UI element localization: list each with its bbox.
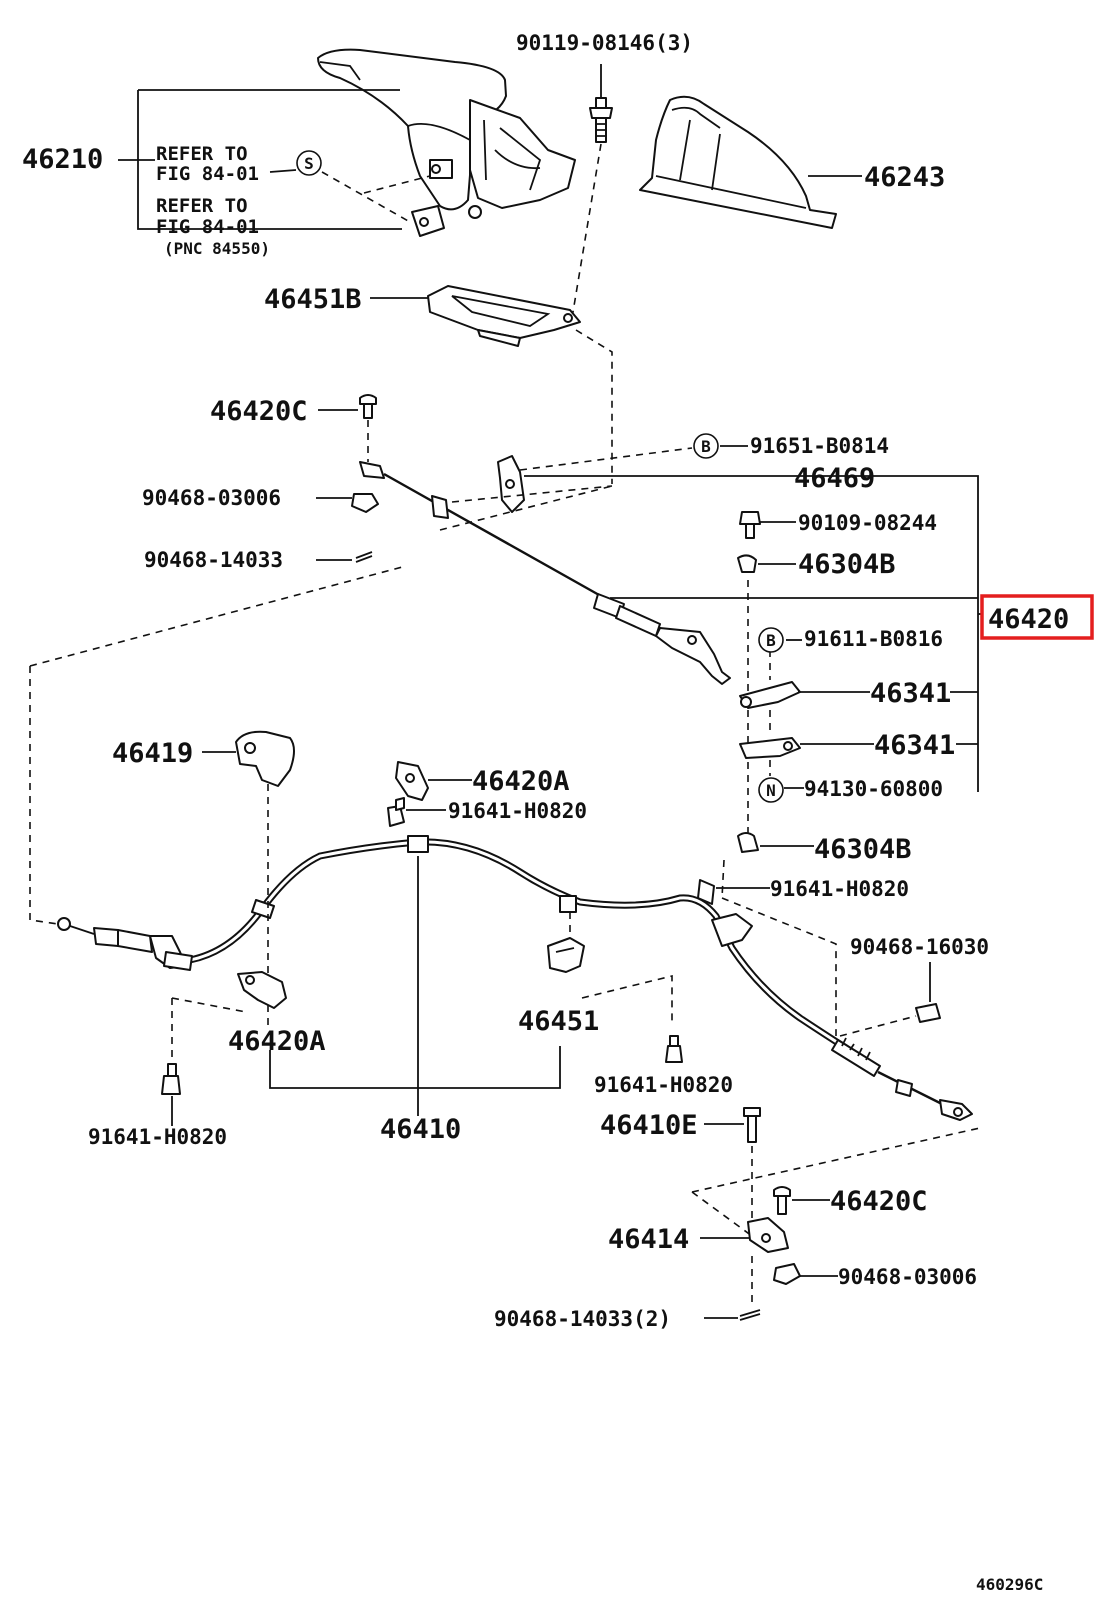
svg-text:B: B: [701, 437, 711, 456]
label-90468-16030: 90468-16030: [850, 935, 989, 959]
brake-lever-assembly: [317, 48, 576, 219]
svg-text:B: B: [766, 631, 776, 650]
bracket-46419: [235, 730, 295, 787]
bolt-90109-08244: [739, 511, 761, 539]
label-90468-14033-bottom: 90468-14033(2): [494, 1307, 671, 1331]
bolt-46420C-top: [359, 394, 377, 419]
label-90468-03006-top: 90468-03006: [142, 486, 281, 510]
label-46469: 46469: [794, 463, 875, 494]
label-refer-1b: FIG 84-01: [156, 163, 259, 185]
label-46341-a: 46341: [870, 678, 951, 709]
bolt-91641-right: [697, 879, 715, 905]
label-91641-H0820-d: 91641-H0820: [88, 1125, 227, 1149]
lever-small-bracket: [411, 205, 445, 237]
label-46243: 46243: [864, 162, 945, 193]
label-pnc: (PNC 84550): [164, 239, 270, 258]
bracket-46420A-bottom: [237, 971, 287, 1009]
console-boot-46243: [639, 95, 837, 229]
highlight-46420[interactable]: 46420: [980, 594, 1094, 640]
bolt-46420C-bottom: [773, 1186, 791, 1215]
label-90468-14033-top: 90468-14033: [144, 548, 283, 572]
label-46419: 46419: [112, 738, 193, 769]
label-46210: 46210: [22, 144, 103, 175]
label-46341-b: 46341: [874, 730, 955, 761]
label-90119-08146: 90119-08146(3): [516, 31, 693, 55]
grommet-46304B-bottom: [737, 832, 759, 853]
svg-text:N: N: [766, 781, 776, 800]
label-refer-2b: FIG 84-01: [156, 216, 259, 238]
bolt-91641-top: [387, 797, 405, 827]
front-cable: [359, 461, 731, 685]
svg-text:S: S: [304, 154, 314, 173]
clip-90468-03006-top: [351, 493, 379, 513]
bracket-46469: [497, 455, 525, 513]
leader-46210-bracket: [137, 90, 402, 230]
marker-s: S: [296, 150, 322, 176]
label-46420A-top: 46420A: [472, 766, 570, 797]
label-91651-B0814: 91651-B0814: [750, 434, 889, 458]
label-90109-08244: 90109-08244: [798, 511, 937, 535]
clip-90468-16030: [915, 1003, 941, 1023]
label-46420C-bottom: 46420C: [830, 1186, 928, 1217]
clamp-46451: [547, 937, 585, 973]
label-46451: 46451: [518, 1006, 599, 1037]
marker-b-right: B: [758, 627, 784, 653]
svg-text:46420: 46420: [988, 604, 1069, 635]
label-46410E: 46410E: [600, 1110, 698, 1141]
bolt-91641-left: [161, 1063, 181, 1095]
label-46410: 46410: [380, 1114, 461, 1145]
label-46304B-top: 46304B: [798, 549, 896, 580]
label-91641-H0820-a: 91641-H0820: [448, 799, 587, 823]
label-91611-B0816: 91611-B0816: [804, 627, 943, 651]
pin-46410E: [743, 1107, 761, 1143]
label-91641-H0820-b: 91641-H0820: [770, 877, 909, 901]
label-46451B: 46451B: [264, 284, 362, 315]
bolt-90119: [589, 97, 613, 143]
marker-n: N: [758, 777, 784, 803]
label-46420A-bottom: 46420A: [228, 1026, 326, 1057]
label-refer-1a: REFER TO: [156, 143, 248, 165]
rear-cable-46410: [57, 835, 973, 1121]
cable-guide-right: [711, 913, 753, 947]
grommet-46304B-top: [737, 554, 757, 573]
lever-46341-b: [739, 737, 801, 759]
bolt-91641-mid: [665, 1035, 683, 1063]
label-refer-2a: REFER TO: [156, 195, 248, 217]
marker-b-top: B: [693, 433, 719, 459]
clip-90468-14033-bottom: [739, 1309, 761, 1321]
label-46304B-bottom: 46304B: [814, 834, 912, 865]
label-94130-60800: 94130-60800: [804, 777, 943, 801]
label-46420C-top: 46420C: [210, 396, 308, 427]
clip-90468-03006-bottom: [773, 1263, 801, 1285]
label-90468-03006-bottom: 90468-03006: [838, 1265, 977, 1289]
label-91641-H0820-c: 91641-H0820: [594, 1073, 733, 1097]
yoke-46414: [747, 1217, 789, 1253]
bracket-46451B: [427, 285, 581, 347]
bracket-46420A-top: [395, 761, 429, 801]
clip-90468-14033-top: [355, 551, 373, 563]
diagram-id: 460296C: [976, 1575, 1043, 1594]
label-46414: 46414: [608, 1224, 689, 1255]
lever-46341-a: [739, 681, 801, 709]
